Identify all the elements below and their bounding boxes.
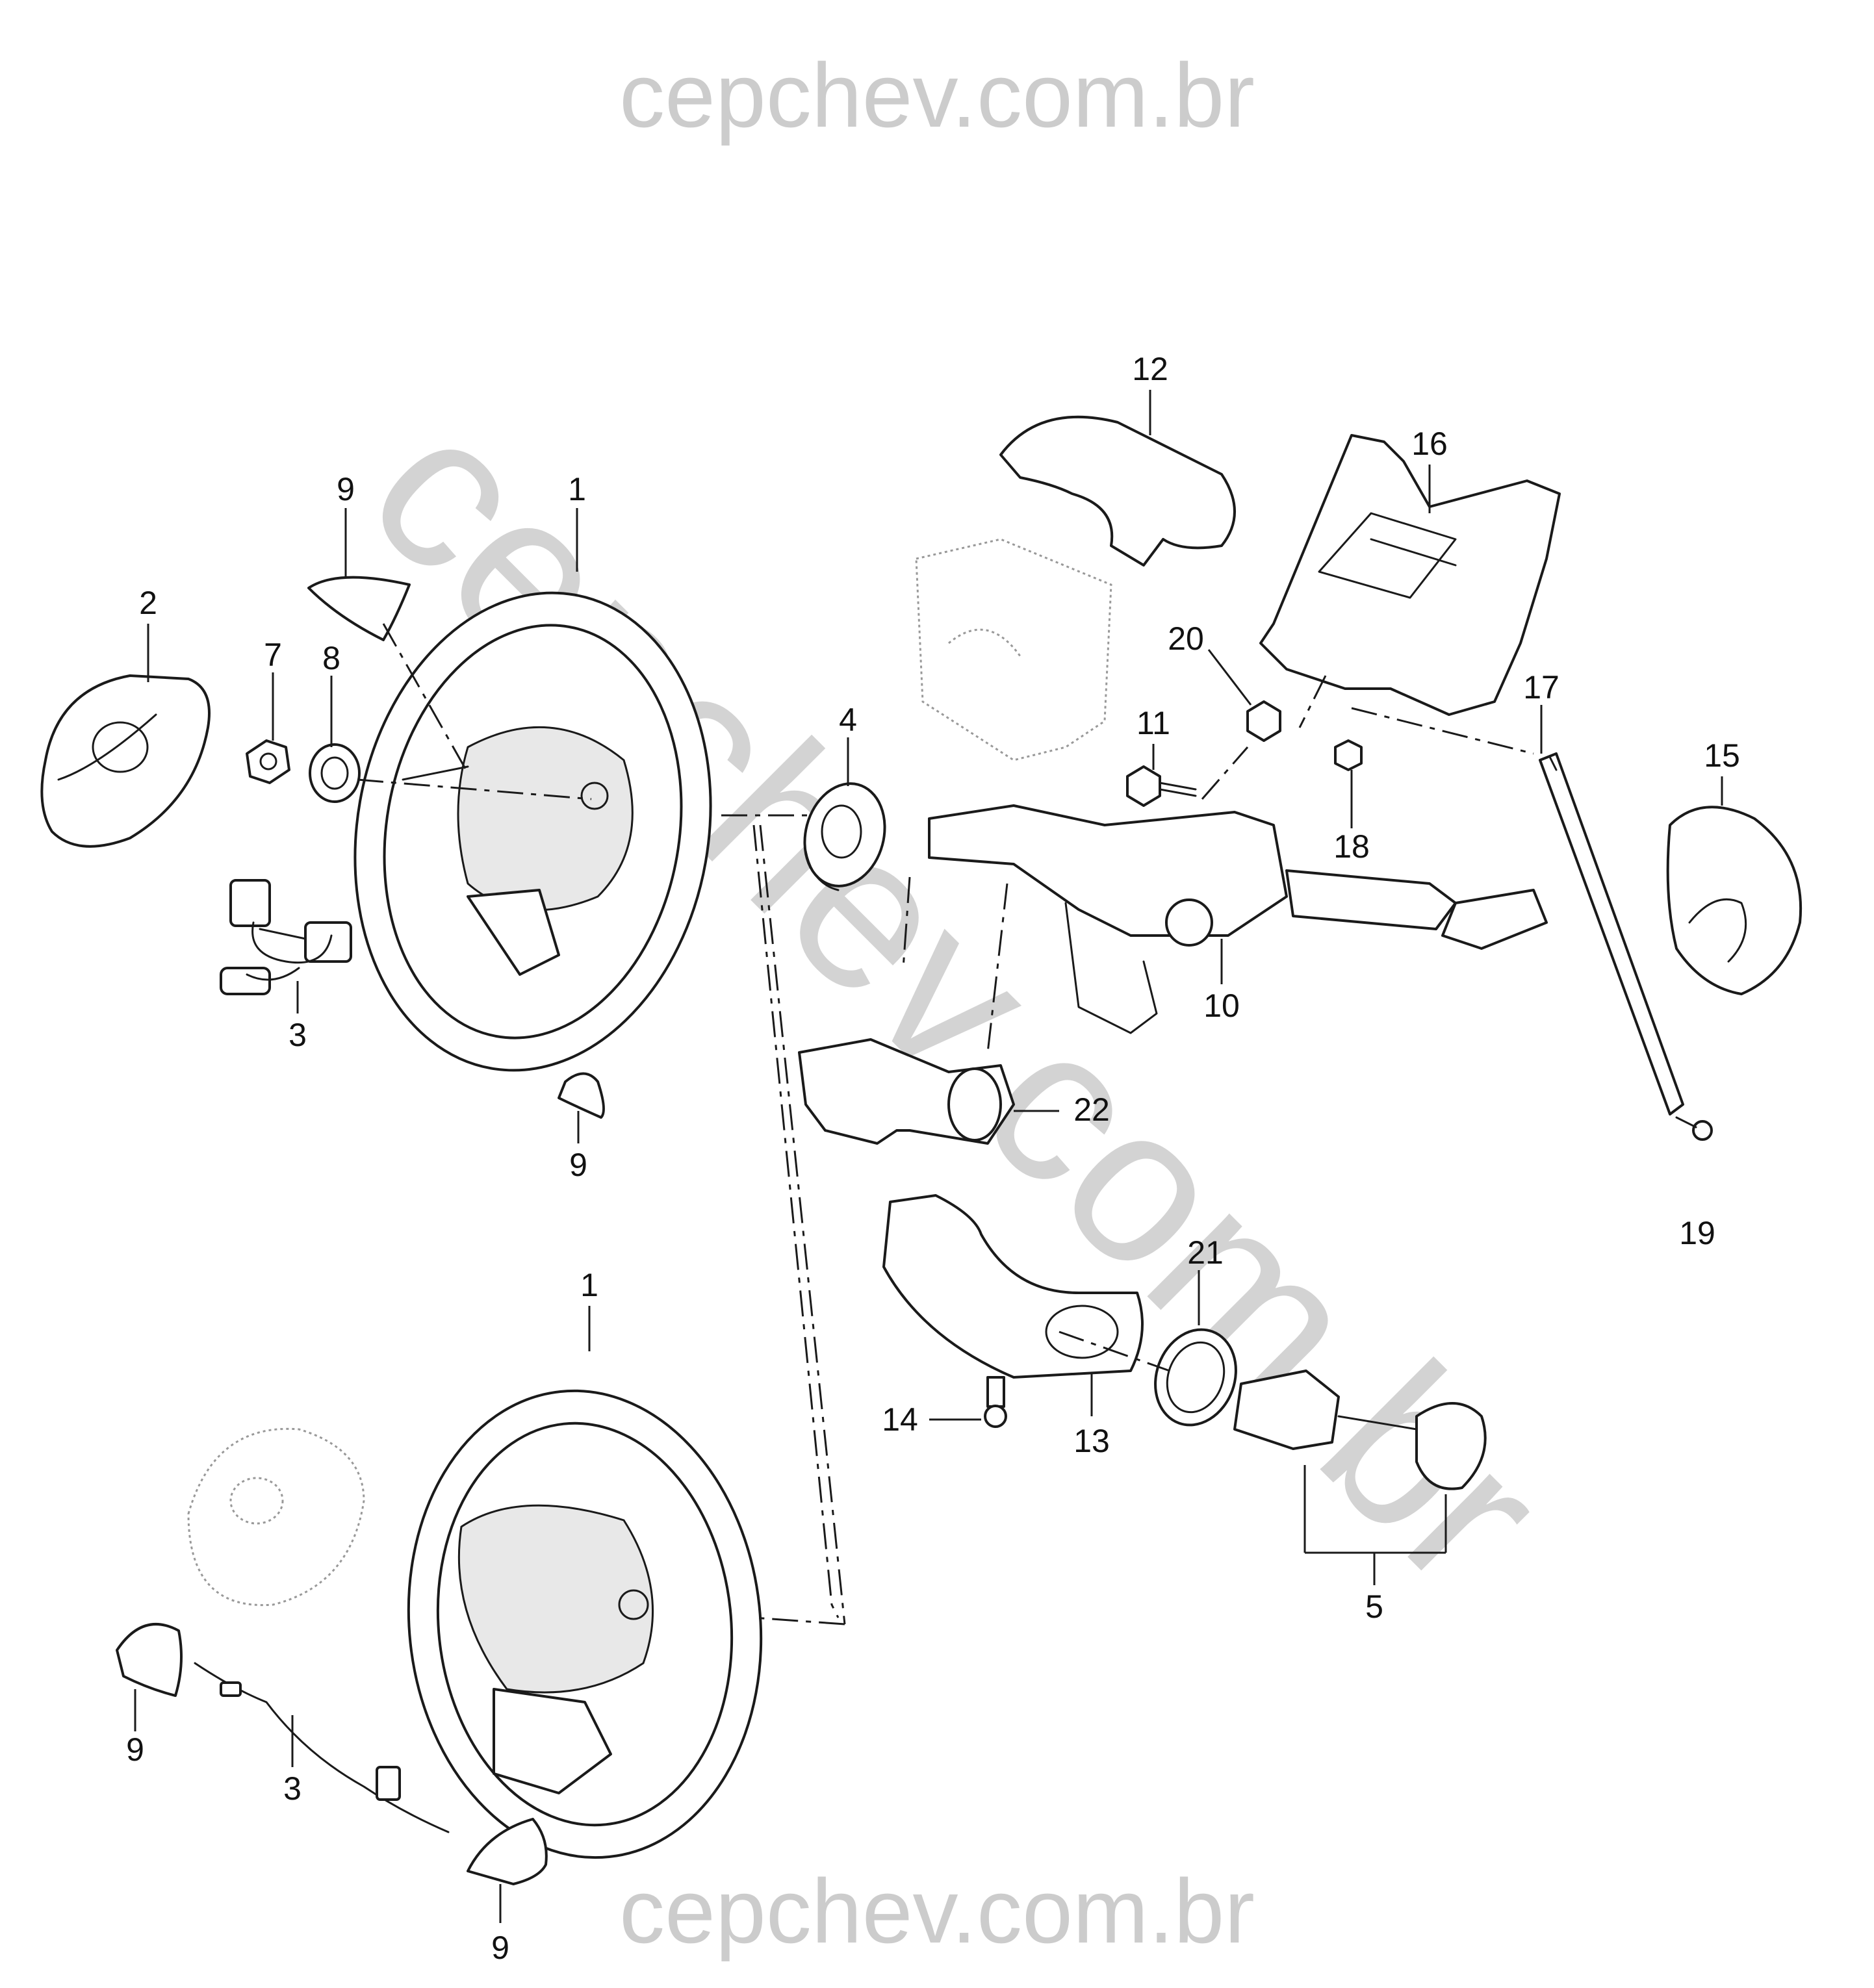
upper-column-shroud (999, 415, 1236, 567)
watermark-top: cepchev.com.br (619, 44, 1255, 146)
bracket-nut-18 (1334, 739, 1363, 771)
callout-19: 19 (1679, 1215, 1715, 1251)
callout-1-lower: 1 (580, 1267, 598, 1303)
callout-7: 7 (264, 637, 282, 673)
hex-nut (246, 739, 290, 784)
callout-2: 2 (139, 585, 157, 621)
wiring-harness-lower (194, 1662, 450, 1833)
callout-labels: 1 9 2 7 8 3 9 4 11 12 16 20 18 17 15 10 … (126, 351, 1740, 1966)
assembly-lines (357, 623, 1534, 1625)
callout-1-upper: 1 (568, 471, 586, 507)
steering-wheel-upper (353, 591, 712, 1072)
callout-20: 20 (1168, 620, 1204, 657)
trim-cover-lower-right (467, 1818, 548, 1885)
airbag-cover (40, 674, 211, 848)
callout-4: 4 (839, 702, 857, 738)
callout-8: 8 (322, 640, 340, 676)
trim-cover-lower-left (116, 1623, 183, 1697)
switch-harness-upper (220, 879, 352, 995)
lower-column-shroud (882, 1194, 1144, 1379)
callout-10: 10 (1203, 988, 1240, 1024)
steering-column (928, 804, 1548, 1034)
callout-15: 15 (1704, 737, 1740, 774)
callout-3-lower: 3 (283, 1770, 302, 1807)
callout-17: 17 (1523, 669, 1560, 706)
callout-21: 21 (1187, 1234, 1224, 1271)
trim-cover-upper-left (307, 576, 411, 641)
bracket-nut-20 (1246, 700, 1281, 742)
column-bracket (1259, 434, 1561, 716)
leader-lines (134, 390, 1723, 1923)
ignition-lock-housing (798, 1038, 1015, 1145)
ghost-airbag-lower (187, 1427, 365, 1607)
lock-cylinder-and-key (1233, 1370, 1487, 1490)
callout-9-d: 9 (491, 1930, 509, 1966)
gas-strut (1539, 752, 1684, 1115)
lock-washer (309, 743, 361, 803)
watermark-bottom: cepchev.com.br (619, 1860, 1255, 1962)
strut-screw (1675, 1116, 1713, 1141)
rear-cover (1666, 806, 1803, 995)
callout-9-b: 9 (569, 1147, 587, 1183)
callout-13: 13 (1073, 1423, 1110, 1459)
callout-16: 16 (1411, 426, 1448, 462)
callout-9-c: 9 (126, 1731, 144, 1768)
callout-11: 11 (1136, 705, 1170, 741)
shroud-screw (984, 1376, 1007, 1428)
ignition-ring (1154, 1328, 1237, 1427)
callout-9-a: 9 (337, 471, 355, 507)
clock-spring (803, 782, 886, 891)
callout-22: 22 (1073, 1091, 1110, 1128)
callout-5: 5 (1365, 1588, 1383, 1625)
callout-18: 18 (1333, 828, 1370, 865)
trim-cover-upper-right (558, 1072, 605, 1119)
callout-12: 12 (1132, 351, 1168, 387)
ghost-dash-outline (915, 538, 1112, 761)
steering-wheel-lower (407, 1389, 763, 1859)
callout-3-upper: 3 (289, 1017, 307, 1053)
callout-14: 14 (882, 1401, 918, 1438)
mounting-bolt (1126, 765, 1197, 807)
